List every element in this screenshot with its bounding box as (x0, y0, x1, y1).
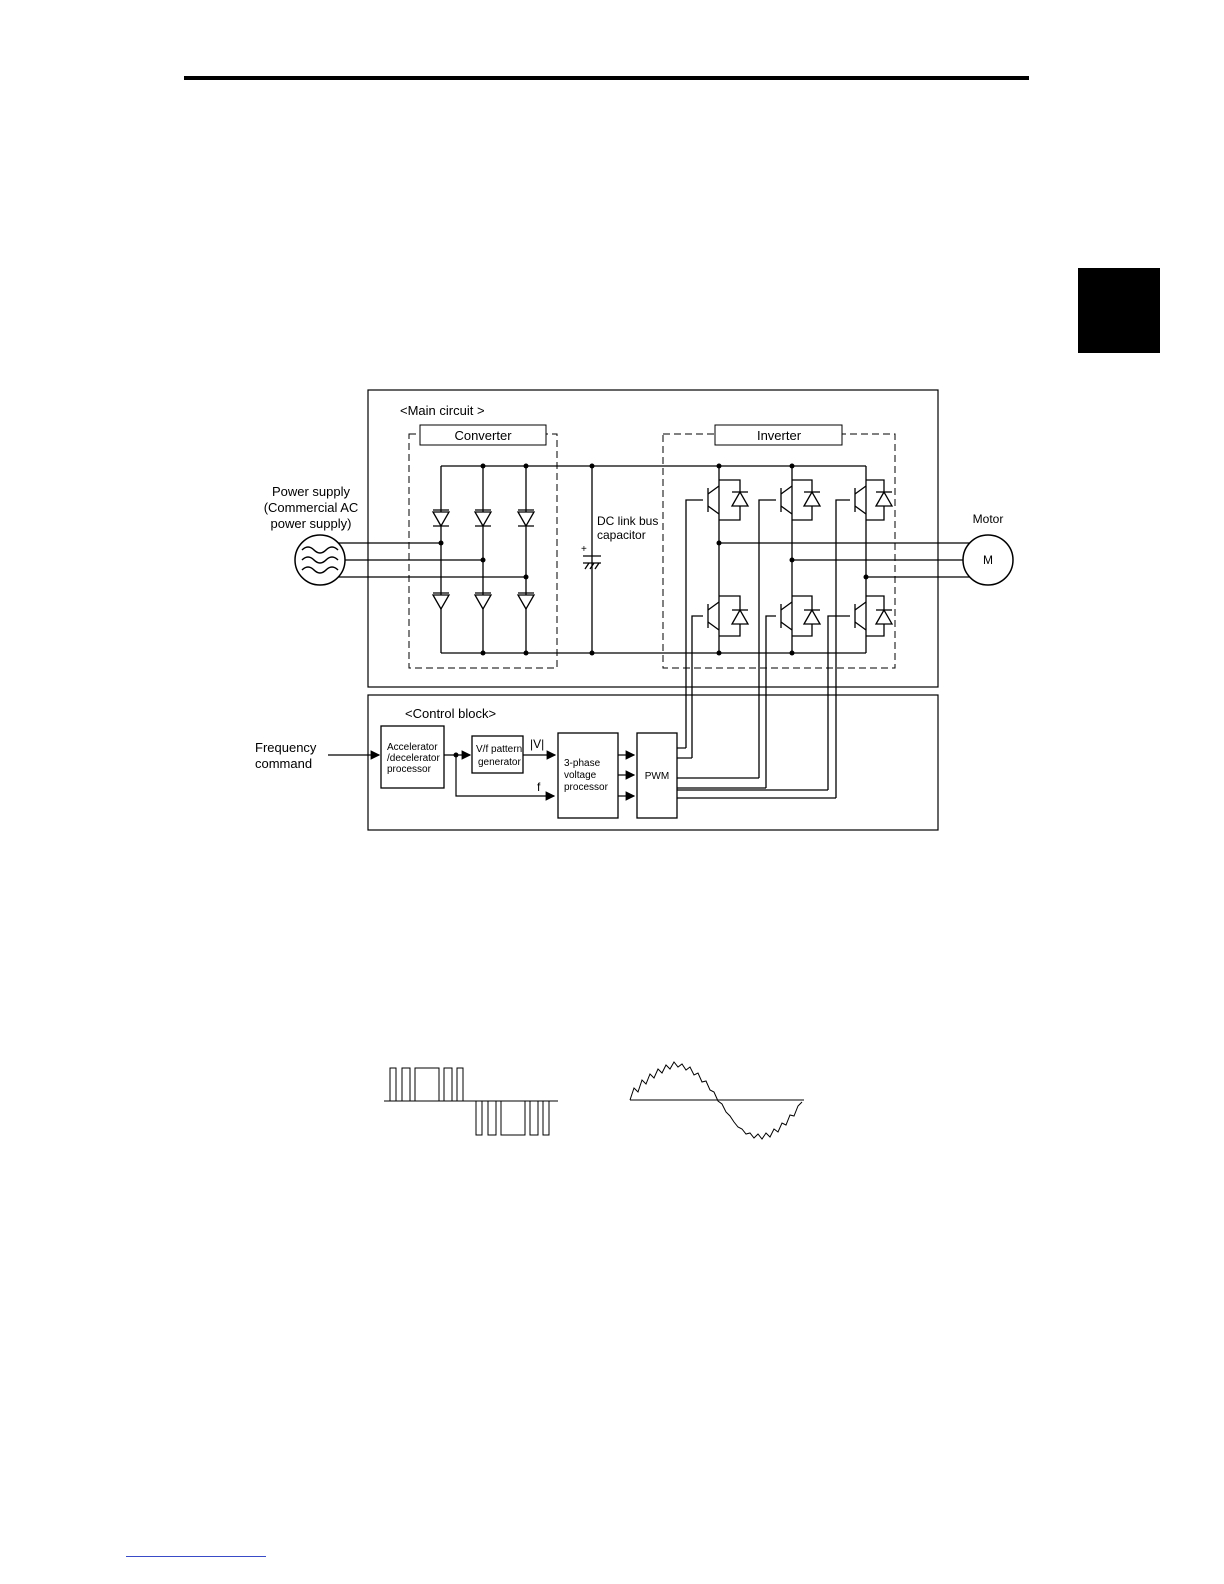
ac-source-icon (295, 535, 345, 585)
v-signal-label: |V| (530, 737, 544, 751)
junction-dot (454, 753, 459, 758)
accel-decel-label: processor (387, 764, 432, 775)
f-signal-label: f (537, 780, 541, 794)
capacitor-polarity: + (581, 544, 587, 555)
main-circuit-label: <Main circuit > (400, 403, 485, 418)
inverter-frame (663, 434, 895, 668)
motor-label: Motor (973, 512, 1004, 526)
accel-decel-label: Accelerator (387, 742, 438, 753)
dc-link-label: DC link bus (597, 514, 658, 528)
pwm-waveform-illustration (384, 1068, 558, 1135)
inverter-label: Inverter (757, 428, 802, 443)
power-supply-label: Power supply (272, 484, 351, 499)
power-supply-label: power supply) (271, 516, 352, 531)
accel-decel-label: /decelerator (387, 753, 440, 764)
three-phase-label: voltage (564, 770, 597, 781)
three-phase-label: processor (564, 782, 609, 793)
three-phase-label: 3-phase (564, 758, 601, 769)
power-supply-label: (Commercial AC (264, 500, 359, 515)
footer-link-underline[interactable] (126, 1556, 266, 1557)
motor-symbol: M (983, 553, 993, 567)
control-block-label: <Control block> (405, 706, 496, 721)
vf-pattern-label: generator (478, 757, 521, 768)
dc-link-label: capacitor (597, 528, 646, 542)
vf-pattern-label: V/f pattern (476, 744, 522, 755)
ac-input-lines (320, 543, 526, 577)
current-waveform-illustration (630, 1062, 804, 1139)
frequency-command-label: command (255, 756, 312, 771)
frequency-command-label: Frequency (255, 740, 317, 755)
converter-label: Converter (454, 428, 512, 443)
inverter-transistors (686, 486, 866, 798)
pwm-label: PWM (645, 771, 669, 782)
